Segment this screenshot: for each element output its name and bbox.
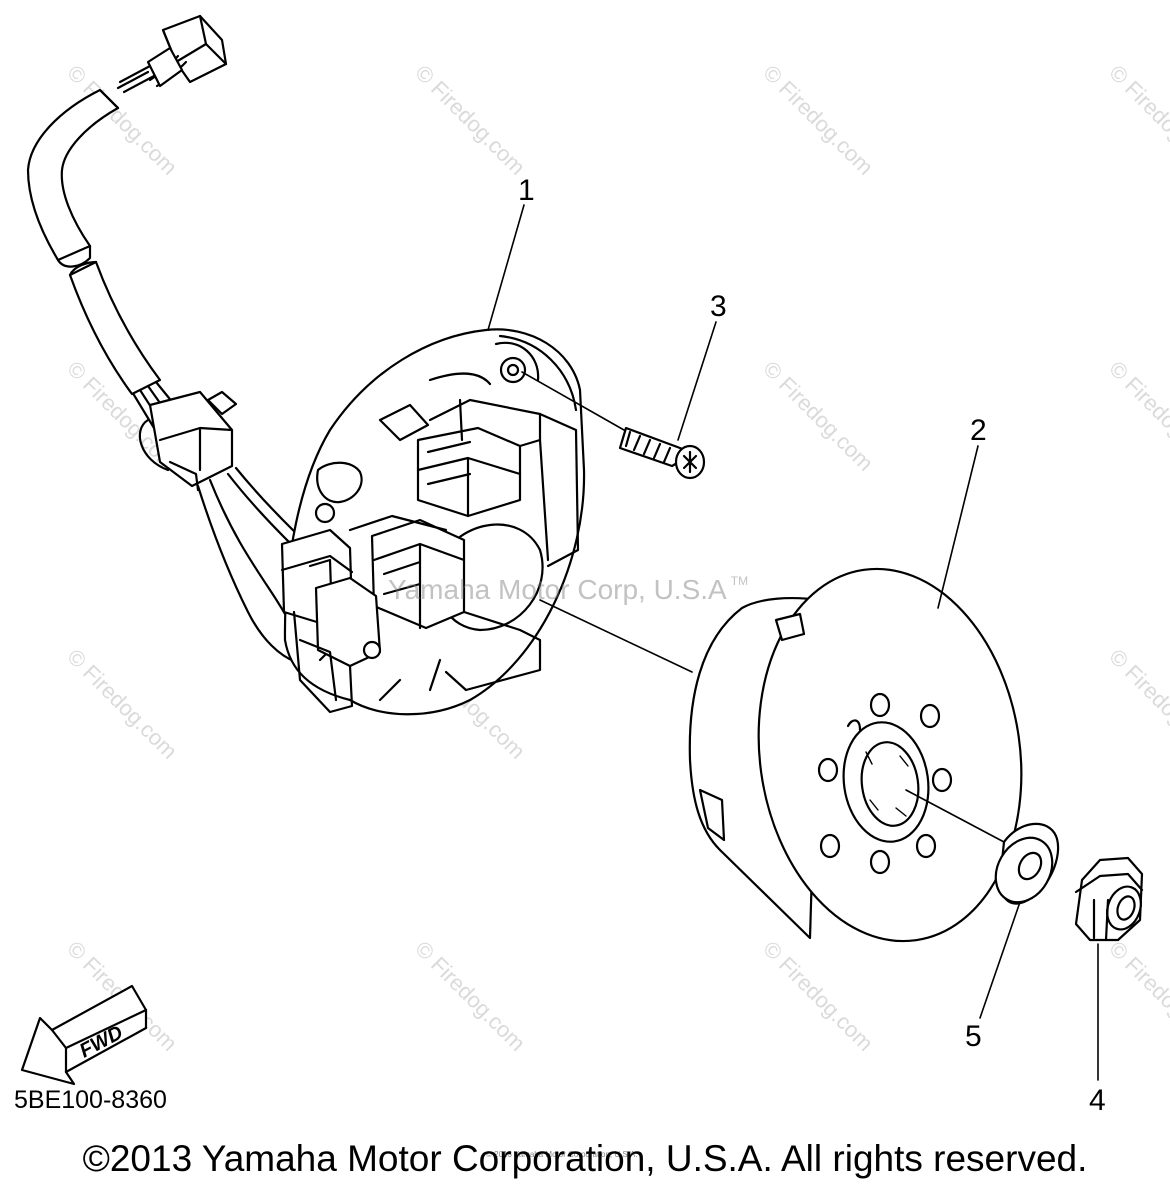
callout-2-leader (937, 445, 979, 609)
callout-1-leader (487, 204, 525, 331)
copyright-notice: ©2013 Yamaha Motor Corporation, U.S.A. A… (82, 1138, 1088, 1179)
callout-5: 5 (965, 1020, 982, 1053)
washer (994, 822, 1060, 905)
screw-leader-line (521, 371, 625, 431)
drawing-code: 5BE100-8360 (14, 1086, 167, 1114)
flywheel-rotor (688, 567, 1023, 943)
nut (1074, 856, 1144, 942)
callout-3-leader (677, 321, 717, 441)
callout-3: 3 (710, 290, 727, 323)
callout-4: 4 (1089, 1084, 1106, 1117)
rotor-leader-line (539, 599, 693, 673)
watermark-tiny: © 2013 Yamaha Motor Corporation, U.S.A. (486, 1150, 638, 1159)
forward-arrow-icon: FWD (20, 984, 148, 1086)
wire-harness (26, 14, 322, 664)
stator-assembly (280, 328, 586, 716)
callout-2: 2 (970, 414, 987, 447)
callout-5-leader (979, 901, 1021, 1019)
washer-leader-line (905, 789, 1005, 843)
callout-1: 1 (518, 174, 535, 207)
screw (618, 426, 706, 480)
